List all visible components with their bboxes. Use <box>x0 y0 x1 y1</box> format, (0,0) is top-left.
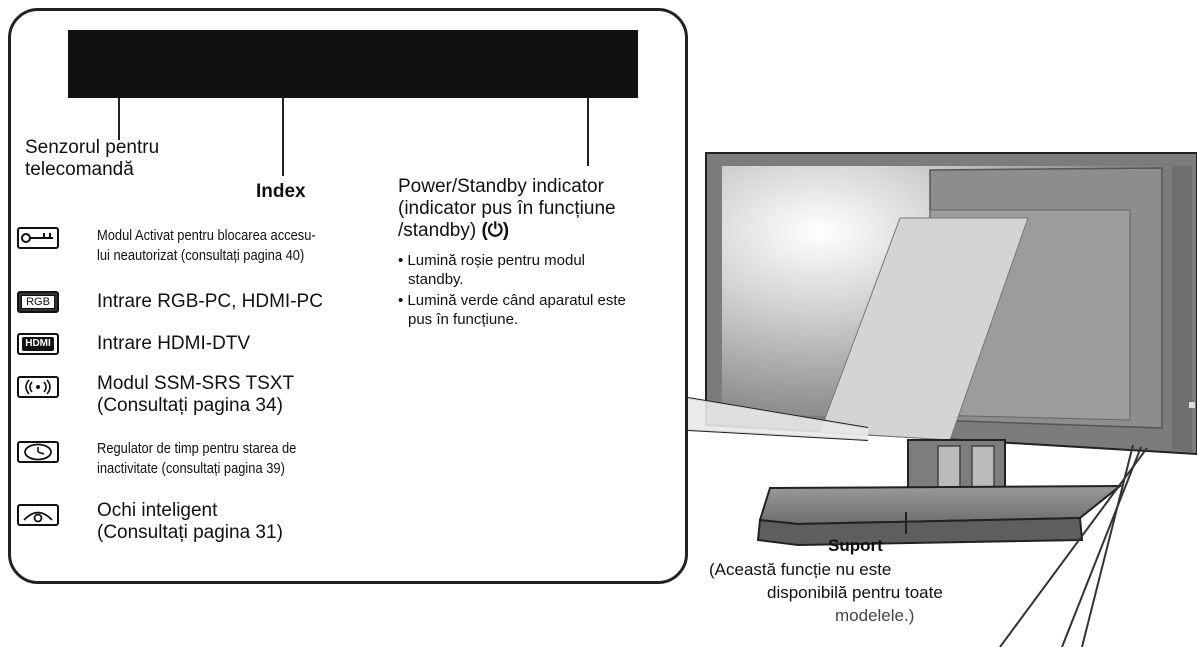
rgb-icon: RGB <box>17 291 59 313</box>
index-item-lock: Modul Activat pentru blocarea accesu- lu… <box>97 227 316 264</box>
index-item-hdmi: Intrare HDMI-DTV <box>97 333 251 354</box>
key-icon <box>17 227 59 249</box>
clock-icon <box>17 441 59 463</box>
front-panel-bar <box>68 30 638 98</box>
power-indicator-leader <box>587 98 589 166</box>
index-item-rgb: Intrare RGB-PC, HDMI-PC <box>97 291 323 312</box>
hdmi-icon: HDMI <box>17 333 59 355</box>
remote-sensor-leader <box>118 98 120 140</box>
index-leader <box>282 98 284 176</box>
power-bullet-2: • Lumină verde când aparatul este pus în… <box>398 292 626 328</box>
power-bullet-1: • Lumină roșie pentru modul standby. <box>398 252 586 288</box>
index-item-sleep-timer: Regulator de timp pentru starea de inact… <box>97 440 297 477</box>
stand-title: Suport <box>828 536 883 555</box>
index-item-ssm-srs: Modul SSM-SRS TSXT (Consultați pagina 34… <box>97 373 295 416</box>
index-heading: Index <box>256 181 306 202</box>
eye-icon <box>17 504 59 526</box>
power-symbol: (⏻) <box>481 220 510 241</box>
index-item-intelligent-eye: Ochi inteligent (Consultați pagina 31) <box>97 500 283 543</box>
power-led <box>1189 402 1195 408</box>
ssm-srs-icon <box>17 376 59 398</box>
power-indicator-label: Power/Standby indicator (indicator pus î… <box>398 176 616 241</box>
stand-note: (Această funcție nu este disponibilă pen… <box>709 560 943 625</box>
remote-sensor-label: Senzorul pentru telecomandă <box>25 137 160 180</box>
front-panel-callout <box>8 8 688 584</box>
